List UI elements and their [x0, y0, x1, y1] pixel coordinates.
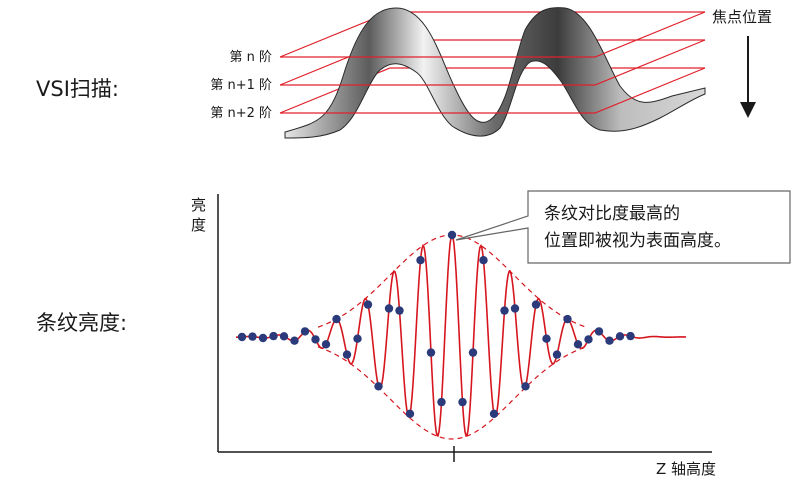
- sample-point: [447, 230, 457, 240]
- sample-point: [405, 409, 415, 418]
- sample-point: [258, 333, 268, 343]
- wavy-surface: [284, 7, 706, 139]
- sample-point: [479, 256, 488, 265]
- sample-point: [468, 348, 478, 357]
- sample-point: [416, 256, 425, 265]
- sample-point: [426, 348, 436, 357]
- sample-point: [437, 397, 446, 407]
- sample-point: [332, 314, 341, 324]
- step-n2-label: 第 n+2 阶: [210, 106, 272, 121]
- sample-point: [374, 382, 383, 391]
- sample-point: [563, 314, 572, 324]
- step-n1-label: 第 n+1 阶: [210, 78, 272, 93]
- sample-point: [521, 382, 530, 391]
- sample-point: [290, 336, 299, 345]
- sample-points: [237, 230, 635, 418]
- plane-n-back: [279, 11, 705, 58]
- callout-line-1: 条纹对比度最高的: [544, 204, 680, 224]
- vsi-scan-label: VSI扫描:: [36, 77, 119, 101]
- sample-point: [605, 336, 614, 345]
- plane-n1-front: [280, 39, 706, 86]
- sample-point: [552, 350, 562, 359]
- focal-planes-front: [280, 11, 706, 114]
- sample-point: [363, 300, 373, 309]
- fringe-brightness-label: 条纹亮度:: [36, 311, 127, 335]
- sample-point: [248, 332, 257, 341]
- envelope-lower: [317, 345, 589, 440]
- sample-point: [510, 304, 520, 313]
- plane-n2-front: [280, 67, 706, 114]
- sample-point: [395, 306, 404, 315]
- x-axis-title: Z 轴高度: [656, 460, 716, 478]
- sample-point: [300, 327, 310, 336]
- sample-point: [573, 340, 583, 349]
- sample-point: [321, 340, 331, 349]
- sample-point: [542, 334, 551, 343]
- sample-point: [353, 334, 362, 343]
- sample-point: [311, 335, 320, 344]
- sample-point: [500, 306, 509, 315]
- sample-point: [342, 350, 352, 359]
- sample-point: [615, 332, 625, 341]
- callout-line-2: 位置即被视为表面高度。: [544, 231, 731, 251]
- y-axis-title-2: 度: [191, 216, 206, 234]
- sample-point: [384, 304, 394, 313]
- plane-n-front: [280, 11, 706, 58]
- sample-point: [279, 332, 289, 341]
- sample-point: [237, 332, 247, 342]
- sample-point: [594, 327, 604, 336]
- sample-point: [489, 409, 499, 418]
- sample-point: [458, 397, 467, 407]
- callout-box: [455, 190, 791, 264]
- y-axis-title-1: 亮: [191, 196, 206, 214]
- focus-position-label: 焦点位置: [712, 8, 772, 26]
- sample-point: [531, 300, 541, 309]
- sample-point: [584, 335, 593, 344]
- step-n-label: 第 n 阶: [229, 50, 272, 65]
- sample-point: [626, 331, 635, 341]
- sample-point: [269, 331, 278, 341]
